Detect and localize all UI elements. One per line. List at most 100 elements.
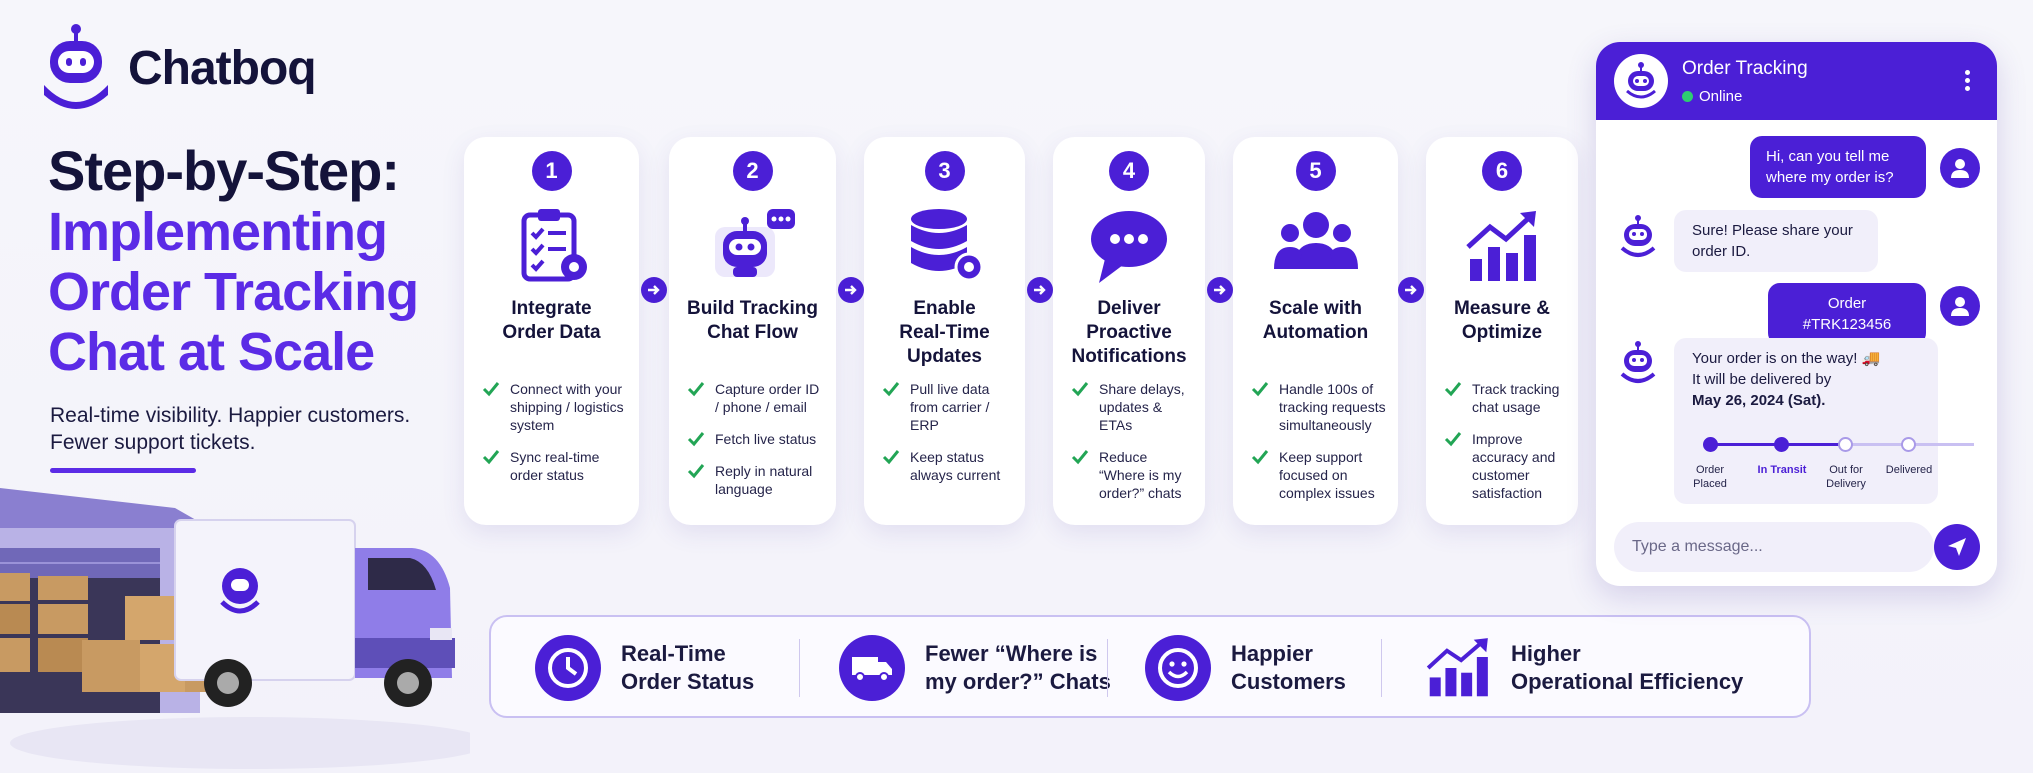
stage-label: Delivered <box>1885 464 1933 476</box>
step-title-line: Order Data <box>502 322 601 343</box>
message-line: It will be delivered by <box>1692 371 1832 388</box>
message-line: Hi, can you tell me <box>1766 148 1890 165</box>
benefit-label-line: Fewer “Where is <box>925 641 1098 666</box>
chatbot-avatar-icon <box>1620 341 1656 383</box>
headline-line-1: Step-by-Step: <box>48 139 400 202</box>
stage-dot-current <box>1774 437 1789 452</box>
stage-dot-pending <box>1838 437 1853 452</box>
step-card-3: 3 Enable Real-Time Updates Pull live dat… <box>864 137 1025 525</box>
benefit-item: Higher Operational Efficiency <box>1425 635 1743 701</box>
headline-line-3: Order Tracking <box>48 262 419 322</box>
step-title: Scale with Automation <box>1239 297 1392 345</box>
database-gear-icon <box>910 209 983 282</box>
clock-icon <box>535 635 601 701</box>
benefit-label-line: Higher <box>1511 641 1581 666</box>
bullet-text: Connect with your shipping / logistics s… <box>510 381 624 433</box>
step-bullets: Connect with your shipping / logistics s… <box>482 380 629 498</box>
step-title: Build Tracking Chat Flow <box>675 297 830 345</box>
stage-dot-complete <box>1703 437 1718 452</box>
subheadline: Real-time visibility. Happier customers.… <box>50 402 470 456</box>
step-title-line: Automation <box>1262 322 1369 343</box>
check-icon <box>687 464 705 479</box>
check-icon <box>882 450 900 465</box>
user-message: Hi, can you tell me where my order is? <box>1750 136 1926 198</box>
send-button[interactable] <box>1934 524 1980 570</box>
step-bullets: Capture order ID / phone / email Fetch l… <box>687 380 826 512</box>
check-icon <box>687 432 705 447</box>
arrow-right-icon <box>1027 277 1053 303</box>
headline-line-4: Chat at Scale <box>48 322 375 382</box>
stage-label: Order Placed <box>1693 464 1727 490</box>
step-number-badge: 6 <box>1482 151 1522 191</box>
arrow-right-icon <box>1207 277 1233 303</box>
bot-message-tracking: Your order is on the way! 🚚 It will be d… <box>1674 338 1938 504</box>
check-icon <box>1444 432 1462 447</box>
divider <box>799 639 800 697</box>
benefit-label: Real-Time Order Status <box>621 640 754 696</box>
benefit-item: Happier Customers <box>1145 635 1346 701</box>
check-icon <box>1444 382 1462 397</box>
step-title-line: Chat Flow <box>707 322 798 343</box>
bullet-text: Capture order ID / phone / email <box>715 381 820 415</box>
divider <box>1381 639 1382 697</box>
bot-message: Sure! Please share your order ID. <box>1674 210 1878 272</box>
benefit-label-line: Real-Time <box>621 641 726 666</box>
step-title-line: Deliver <box>1097 298 1161 319</box>
arrow-right-icon <box>838 277 864 303</box>
message-line: where my order is? <box>1766 169 1894 186</box>
subheadline-line-1: Real-time visibility. Happier customers. <box>50 404 411 427</box>
benefit-label: Fewer “Where is my order?” Chats <box>925 640 1111 696</box>
user-message: Order #TRK123456 <box>1768 283 1926 345</box>
step-card-4: 4 Deliver Proactive Notifications Share … <box>1053 137 1205 525</box>
step-bullets: Share delays, updates & ETAs Reduce “Whe… <box>1071 380 1195 516</box>
step-number-badge: 1 <box>531 151 572 191</box>
stage-label: Out for Delivery <box>1826 464 1866 490</box>
step-title-line: Notifications <box>1071 346 1187 367</box>
benefit-label: Happier Customers <box>1231 640 1346 696</box>
check-icon <box>482 382 500 397</box>
step-number-badge: 3 <box>924 151 965 191</box>
message-input[interactable] <box>1614 522 1934 572</box>
bullet-text: Fetch live status <box>715 431 817 447</box>
step-title-line: Optimize <box>1461 322 1543 343</box>
online-indicator-icon <box>1682 91 1693 102</box>
growth-chart-icon <box>1466 211 1536 281</box>
bullet-text: Reply in natural language <box>715 463 813 497</box>
chat-header: Order Tracking Online <box>1596 42 1997 120</box>
step-title-line: Real-Time <box>899 322 990 343</box>
step-card-5: 5 Scale with Automation Handle 100s of t… <box>1233 137 1398 525</box>
step-card-1: 1 Integrate Order Data Connect with your… <box>464 137 639 525</box>
user-avatar-icon <box>1940 148 1980 188</box>
accent-underline <box>50 468 196 473</box>
benefit-label-line: Operational Efficiency <box>1511 669 1744 694</box>
bullet-item: Reduce “Where is my order?” chats <box>1071 448 1195 502</box>
stage-label-current: In Transit <box>1757 464 1807 476</box>
chatbot-avatar-icon <box>1614 54 1668 108</box>
more-options-icon[interactable] <box>1965 70 1971 94</box>
benefit-label: Higher Operational Efficiency <box>1511 640 1743 696</box>
bullet-item: Reply in natural language <box>687 462 826 498</box>
step-card-6: 6 Measure & Optimize Track tracking chat… <box>1426 137 1578 525</box>
bullet-text: Keep status always current <box>910 449 1001 483</box>
step-title-line: Scale with <box>1269 298 1362 319</box>
step-number-badge: 2 <box>732 151 773 191</box>
step-title-line: Integrate <box>511 298 592 319</box>
bullet-item: Fetch live status <box>687 430 826 448</box>
check-icon <box>1071 450 1089 465</box>
arrow-right-icon <box>641 277 667 303</box>
bullet-item: Handle 100s of tracking requests simulta… <box>1251 380 1388 434</box>
growth-chart-icon <box>1426 638 1488 697</box>
step-title-line: Enable <box>913 298 976 319</box>
divider <box>1107 639 1108 697</box>
bullet-item: Keep support focused on complex issues <box>1251 448 1388 502</box>
smiley-icon <box>1145 635 1211 701</box>
benefits-banner: Real-Time Order Status Fewer “Where is m… <box>489 615 1811 718</box>
chat-status: Online <box>1682 88 1742 105</box>
bullet-text: Sync real-time order status <box>510 449 600 483</box>
bullet-text: Reduce “Where is my order?” chats <box>1099 449 1182 501</box>
step-bullets: Pull live data from carrier / ERP Keep s… <box>882 380 1015 498</box>
step-title: Integrate Order Data <box>470 297 633 345</box>
bullet-text: Share delays, updates & ETAs <box>1099 381 1185 433</box>
benefit-label-line: Order Status <box>621 669 755 694</box>
benefit-label-line: Customers <box>1231 669 1346 694</box>
